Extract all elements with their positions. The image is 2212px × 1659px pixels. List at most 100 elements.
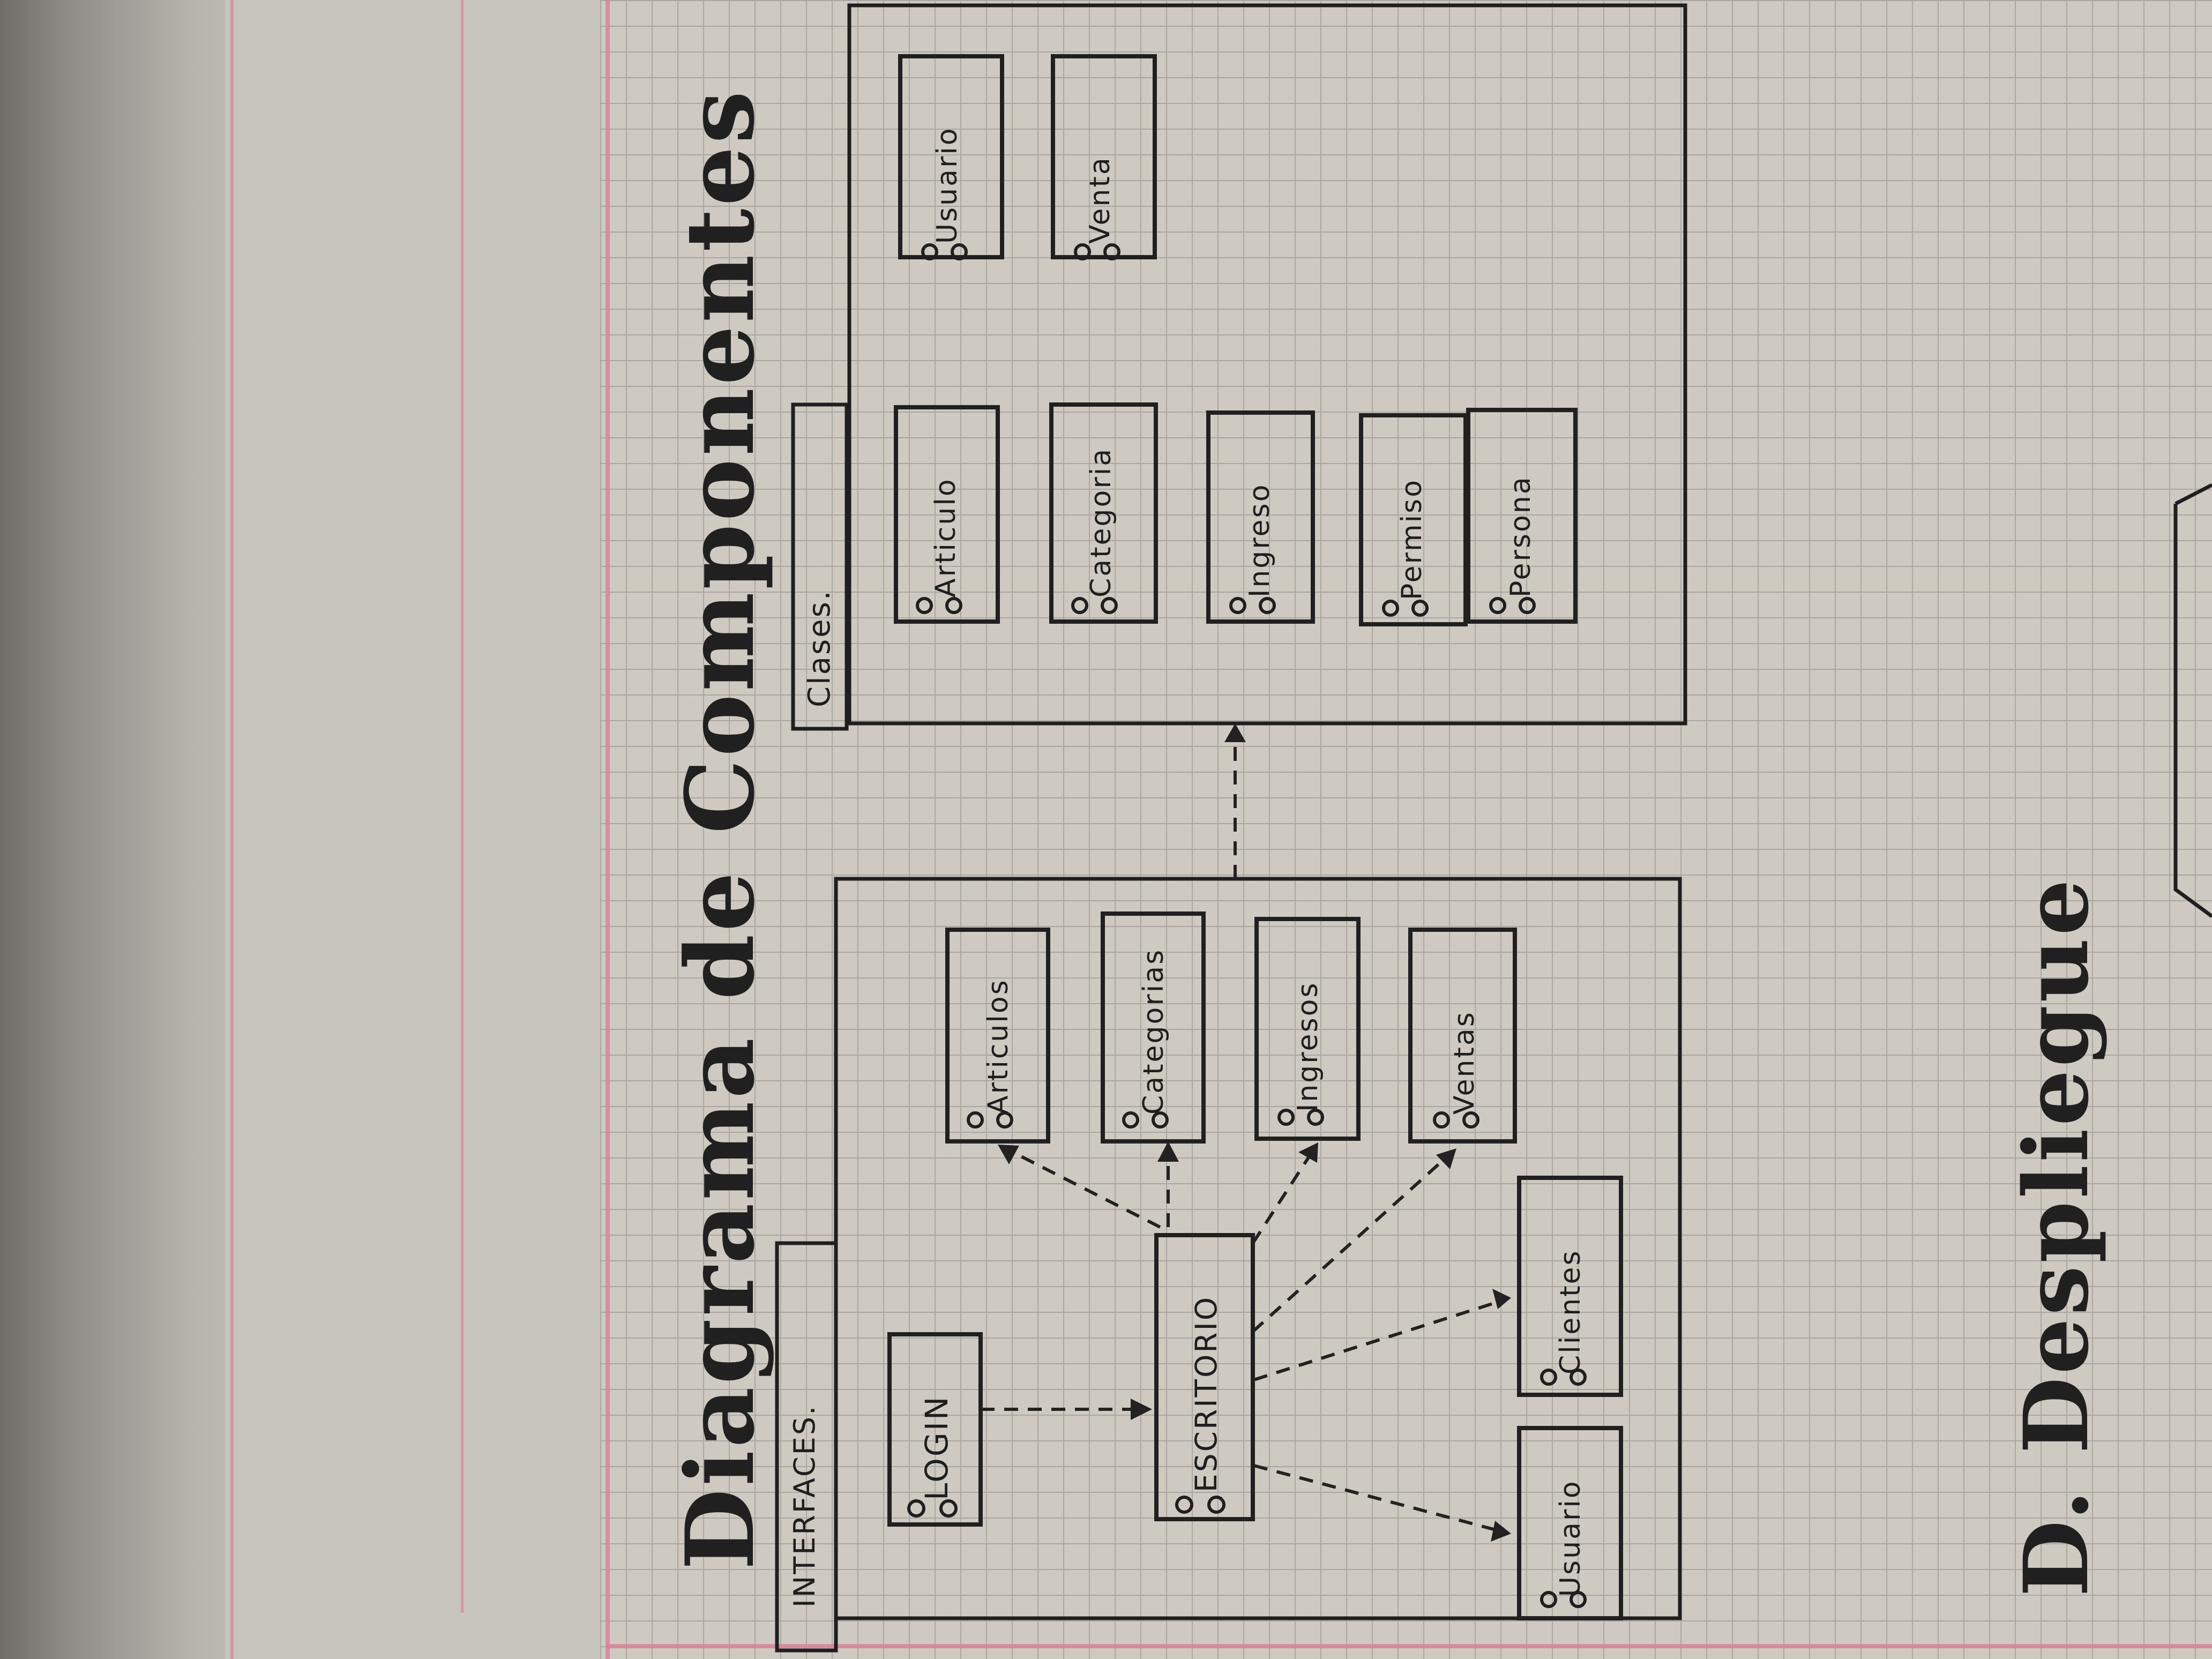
articulo-class-label: Articulo bbox=[930, 477, 962, 597]
arrowhead-icon bbox=[1131, 1399, 1152, 1420]
port-icon bbox=[907, 1499, 925, 1518]
grid-paper bbox=[600, 0, 2212, 1659]
login-label: LOGIN bbox=[918, 1395, 955, 1500]
persona-class-box bbox=[1466, 408, 1578, 624]
page-title: Diagrama de Componentes bbox=[666, 88, 775, 1570]
usuario-interface-component: Usuario bbox=[1517, 1426, 1623, 1620]
usuario-class-label: Usuario bbox=[931, 126, 963, 244]
ventas-component: Ventas bbox=[1408, 928, 1517, 1144]
articulo-class-box bbox=[894, 405, 1000, 624]
clases-package: Clases. bbox=[791, 3, 1687, 731]
port-icon bbox=[951, 243, 968, 260]
escritorio-component: ESCRITORIO bbox=[1154, 1233, 1255, 1521]
usuario-interface-label: Usuario bbox=[1555, 1479, 1587, 1597]
port-icon bbox=[945, 597, 962, 614]
articulo-class-component: Articulo bbox=[894, 405, 1000, 624]
port-icon bbox=[1540, 1369, 1557, 1386]
dependency-arrows bbox=[981, 723, 1511, 1542]
articulos-label: Articulos bbox=[982, 978, 1014, 1115]
login-component: LOGIN bbox=[887, 1332, 983, 1527]
permiso-class-label: Permiso bbox=[1396, 479, 1428, 600]
port-icon bbox=[1489, 597, 1506, 614]
arrowhead-icon bbox=[1492, 1289, 1511, 1309]
deployment-diagram-edge bbox=[2173, 483, 2212, 918]
port-icon bbox=[1307, 1109, 1324, 1126]
port-icon bbox=[1122, 1111, 1139, 1129]
arrowhead-icon bbox=[1298, 1142, 1318, 1163]
permiso-class-component: Permiso bbox=[1359, 413, 1468, 626]
arrowhead-icon bbox=[998, 1145, 1019, 1164]
port-icon bbox=[916, 597, 933, 614]
articulos-box bbox=[945, 928, 1050, 1144]
pink-margin-vertical bbox=[606, 0, 610, 1659]
persona-class-component: Persona bbox=[1466, 408, 1578, 624]
clientes-component: Clientes bbox=[1517, 1176, 1623, 1397]
dependency-escritorio-to-ingresos bbox=[1251, 1146, 1317, 1244]
port-icon bbox=[1570, 1369, 1587, 1386]
permiso-class-box bbox=[1359, 413, 1468, 626]
ingresos-component: Ingresos bbox=[1254, 917, 1361, 1141]
port-icon bbox=[1103, 243, 1120, 260]
port-icon bbox=[1229, 597, 1246, 614]
pink-margin-horizontal bbox=[606, 1644, 2212, 1648]
underlying-pink-margin-line bbox=[230, 0, 234, 1659]
escritorio-label: ESCRITORIO bbox=[1189, 1296, 1223, 1492]
underlying-pink-margin-line-secondary bbox=[461, 0, 464, 1613]
arrowhead-icon bbox=[1491, 1521, 1511, 1542]
port-icon bbox=[1433, 1111, 1450, 1129]
usuario-interface-box bbox=[1517, 1426, 1623, 1620]
clases-package-frame bbox=[847, 3, 1687, 726]
port-icon bbox=[1259, 597, 1276, 614]
port-icon bbox=[1540, 1591, 1557, 1608]
port-icon bbox=[1101, 597, 1118, 614]
ingreso-class-component: Ingreso bbox=[1206, 410, 1315, 624]
categorias-label: Categorias bbox=[1138, 948, 1170, 1115]
section-subtitle: D. Despliegue bbox=[2004, 877, 2108, 1597]
ingreso-class-box bbox=[1206, 410, 1315, 624]
categoria-class-label: Categoria bbox=[1085, 447, 1117, 597]
port-icon bbox=[1152, 1111, 1169, 1129]
port-icon bbox=[1277, 1109, 1295, 1126]
ventas-label: Ventas bbox=[1448, 1011, 1481, 1115]
categorias-component: Categorias bbox=[1101, 911, 1206, 1144]
categoria-class-box bbox=[1049, 402, 1158, 624]
dependency-escritorio-to-clientes bbox=[1253, 1298, 1506, 1381]
arrowhead-icon bbox=[1224, 723, 1246, 742]
dependency-escritorio-to-usuario bbox=[1253, 1464, 1506, 1534]
port-icon bbox=[1074, 243, 1091, 260]
arrowhead-icon bbox=[1436, 1148, 1456, 1169]
venta-class-component: Venta bbox=[1051, 54, 1157, 260]
port-icon bbox=[1071, 597, 1088, 614]
port-icon bbox=[939, 1499, 958, 1518]
clientes-box bbox=[1517, 1176, 1623, 1397]
persona-class-label: Persona bbox=[1505, 475, 1537, 597]
arrowhead-icon bbox=[1157, 1141, 1179, 1162]
port-icon bbox=[1207, 1496, 1225, 1514]
categorias-box bbox=[1101, 911, 1206, 1144]
port-icon bbox=[996, 1111, 1013, 1129]
interfaces-package: INTERFACES. bbox=[775, 877, 1682, 1653]
dependency-escritorio-to-articulos bbox=[1001, 1145, 1161, 1229]
port-icon bbox=[1519, 597, 1536, 614]
port-icon bbox=[967, 1111, 984, 1129]
usuario-class-component: Usuario bbox=[898, 54, 1004, 260]
articulos-component: Articulos bbox=[945, 928, 1050, 1144]
port-icon bbox=[921, 243, 938, 260]
clases-package-tab bbox=[791, 402, 849, 731]
port-icon bbox=[1462, 1111, 1479, 1129]
ingreso-class-label: Ingreso bbox=[1244, 483, 1276, 597]
ventas-box bbox=[1408, 928, 1517, 1144]
interfaces-package-label: INTERFACES. bbox=[788, 1404, 821, 1608]
port-icon bbox=[1382, 600, 1399, 617]
escritorio-box bbox=[1154, 1233, 1255, 1521]
login-box bbox=[887, 1332, 983, 1527]
ingresos-label: Ingresos bbox=[1292, 981, 1324, 1112]
dependency-escritorio-to-ventas bbox=[1251, 1150, 1454, 1333]
venta-class-box bbox=[1051, 54, 1157, 259]
clases-package-label: Clases. bbox=[802, 589, 837, 707]
port-icon bbox=[1411, 600, 1429, 617]
port-icon bbox=[1175, 1496, 1193, 1514]
ingresos-box bbox=[1254, 917, 1361, 1141]
